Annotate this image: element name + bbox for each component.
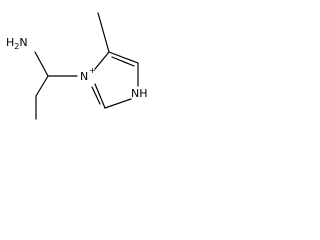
bond-group <box>34 12 139 120</box>
bond-nh-c2 <box>104 98 132 109</box>
label-group: H2N N + NH <box>6 36 148 100</box>
bond-c2-nplus-double <box>91 86 101 105</box>
bond-ch-nh2 <box>34 51 49 77</box>
ring-n-charged-label: N <box>80 70 88 83</box>
bond-ch-ch2 <box>35 75 49 97</box>
bond-c5-c4 <box>108 51 139 64</box>
molecule-structure: H2N N + NH <box>6 12 148 120</box>
positive-charge-label: + <box>89 66 96 75</box>
amine-h: H <box>6 36 14 49</box>
bond-c5-methyl <box>97 12 110 53</box>
amine-subscript: 2 <box>14 42 19 51</box>
amine-label: H2N <box>6 36 28 51</box>
bond-c5-c4-double <box>111 56 135 67</box>
bond-nplus-c5 <box>94 51 110 70</box>
bond-c2-nplus <box>94 83 106 109</box>
amine-n: N <box>19 36 27 49</box>
ring-nh-label: NH <box>131 87 148 100</box>
